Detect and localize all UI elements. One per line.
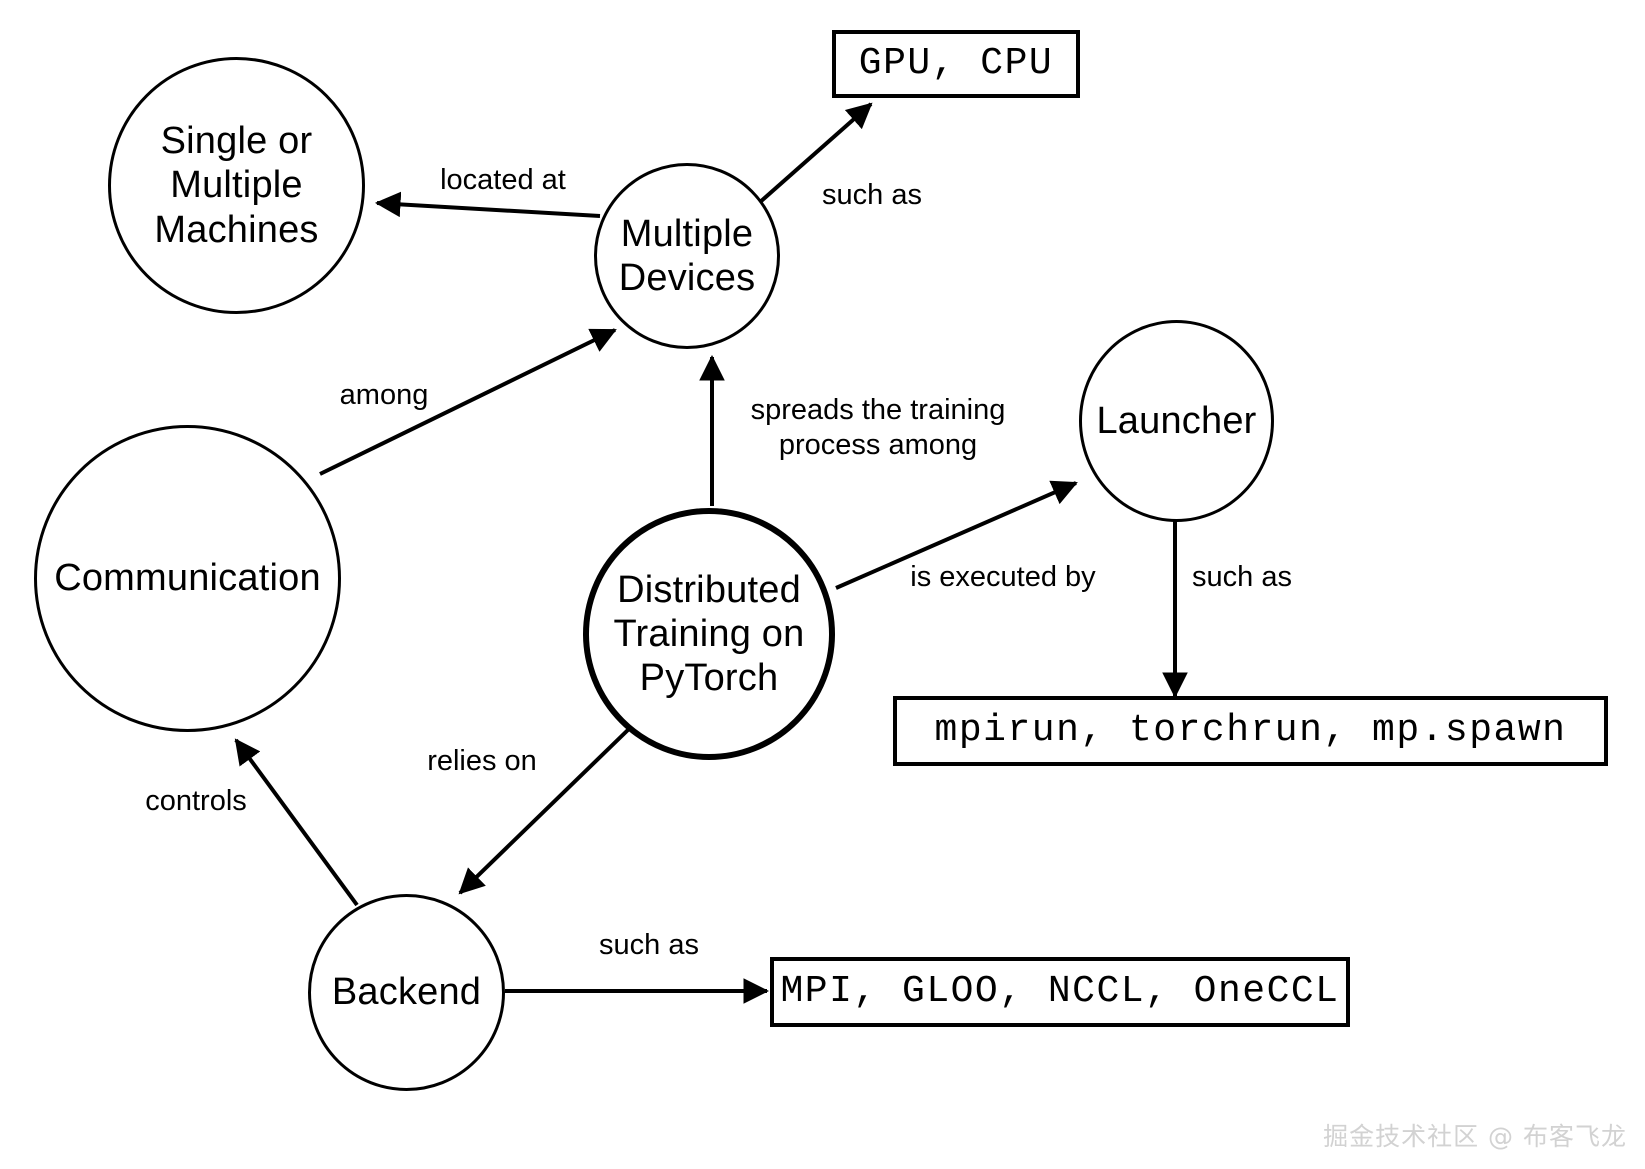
node-single-or-multiple-machines[interactable]: Single or Multiple Machines [108,57,365,314]
node-label: Single or Multiple Machines [154,120,319,251]
edge-label-controls: controls [145,785,247,817]
edge-label-spreads-among: spreads the training process among [750,394,1006,462]
edge-label-relies-on: relies on [427,745,537,777]
edge-devices-such-as [757,102,873,205]
node-label: Multiple Devices [618,212,756,299]
edge-controls [234,738,359,907]
edge-label-is-executed-by: is executed by [910,561,1096,593]
edge-among [319,328,617,476]
edge-label-launcher-such-as: such as [1192,561,1292,593]
node-backends-box[interactable]: MPI, GLOO, NCCL, OneCCL [770,957,1350,1027]
node-backend[interactable]: Backend [308,894,505,1091]
edge-relies-on [458,724,634,895]
edge-label-among: among [339,379,429,411]
node-label: Launcher [1096,399,1257,442]
node-label: MPI, GLOO, NCCL, OneCCL [780,969,1340,1013]
node-label: Distributed Training on PyTorch [613,568,805,700]
watermark: 掘金技术社区 @ 布客飞龙 [1323,1122,1627,1151]
node-launcher[interactable]: Launcher [1079,320,1274,522]
node-launchers-box[interactable]: mpirun, torchrun, mp.spawn [893,696,1608,766]
edge-label-located-at: located at [440,164,566,196]
node-label: mpirun, torchrun, mp.spawn [934,708,1567,752]
node-multiple-devices[interactable]: Multiple Devices [594,163,780,349]
node-label: GPU, CPU [858,41,1054,85]
node-label: Communication [54,557,321,600]
edge-label-backend-such-as: such as [599,929,699,961]
edge-label-devices-such-as: such as [822,179,922,211]
node-label: Backend [331,971,482,1014]
node-distributed-training-on-pytorch[interactable]: Distributed Training on PyTorch [583,508,835,760]
node-gpu-cpu-box[interactable]: GPU, CPU [832,30,1080,98]
edge-is-executed-by [835,480,1078,590]
node-communication[interactable]: Communication [34,425,341,732]
edge-located-at [374,191,601,218]
